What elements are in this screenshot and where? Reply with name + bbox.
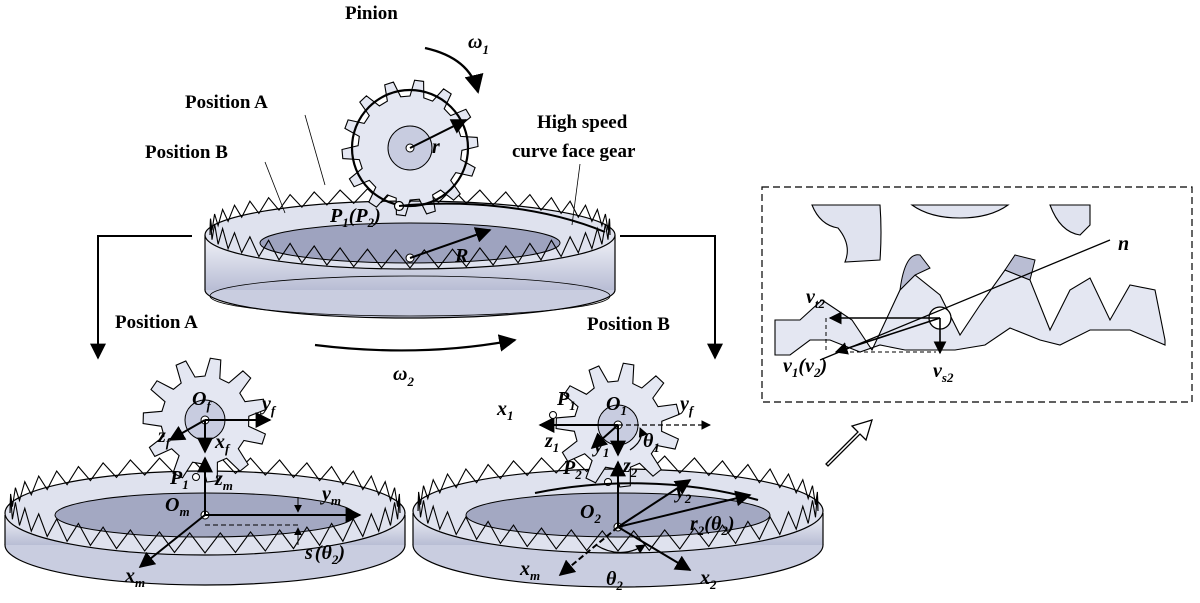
y2-symbol: y2 (674, 481, 692, 506)
top-assembly (204, 46, 616, 319)
high-speed-label-line1: High speed (537, 112, 628, 133)
position-b-right-label: Position B (587, 314, 670, 335)
yf-right-symbol: yf (678, 393, 695, 418)
xm-right-symbol: xm (519, 558, 540, 583)
p1-p2-symbol: P1(P2) (329, 205, 381, 230)
O2-symbol: O2 (580, 501, 601, 526)
zf-symbol: zf (157, 425, 172, 450)
x2-symbol: x2 (699, 567, 717, 592)
r-symbol: r (432, 136, 440, 158)
detail-gear-teeth (774, 204, 1166, 356)
theta1-symbol: θ1 (643, 430, 660, 455)
omega2-symbol: ω2 (393, 363, 414, 389)
z2-symbol: z2 (622, 455, 638, 480)
omega2-arrow (314, 334, 517, 352)
pinion-label: Pinion (345, 3, 398, 24)
y1-symbol: y1 (592, 435, 609, 460)
hollow-arrow-icon (825, 419, 873, 467)
v1-v2-symbol: v1(v2) (783, 355, 827, 380)
R-symbol: R (454, 245, 468, 267)
position-a-top-label: Position A (185, 92, 268, 113)
z1-symbol: z1 (544, 430, 559, 455)
high-speed-label-line2: curve face gear (512, 141, 636, 162)
yf-left-symbol: yf (260, 393, 277, 418)
theta2-symbol: θ2 (606, 568, 623, 593)
position-b-assembly (412, 362, 824, 588)
n-symbol: n (1118, 233, 1129, 255)
r2-theta-symbol: r2(θ2) (690, 513, 735, 538)
omega1-symbol: ω1 (468, 31, 489, 57)
vt2-symbol: vt2 (806, 286, 826, 311)
O1-symbol: O1 (606, 393, 627, 418)
ym-symbol: ym (320, 483, 341, 508)
p2-symbol: P2 (562, 457, 582, 482)
zm-symbol: zm (214, 468, 233, 493)
detail-zoom-box (761, 186, 1193, 403)
omega1-arrow (424, 46, 484, 94)
p1-right-symbol: P1 (556, 388, 576, 413)
x1-symbol: x1 (496, 398, 514, 423)
s-theta-symbol: s(θ2) (304, 542, 345, 567)
vs2-symbol: vs2 (933, 360, 954, 385)
position-a-assembly (4, 357, 406, 586)
xf-symbol: xf (214, 431, 231, 456)
position-connectors (90, 235, 723, 360)
position-a-left-label: Position A (115, 312, 198, 333)
position-b-top-label: Position B (145, 142, 228, 163)
Of-symbol: Of (192, 388, 212, 413)
top-face-gear (204, 187, 616, 319)
top-pinion (341, 79, 479, 217)
xm-left-symbol: xm (124, 565, 145, 590)
p1-left-symbol: P1 (169, 467, 189, 492)
Om-symbol: Om (165, 494, 190, 519)
